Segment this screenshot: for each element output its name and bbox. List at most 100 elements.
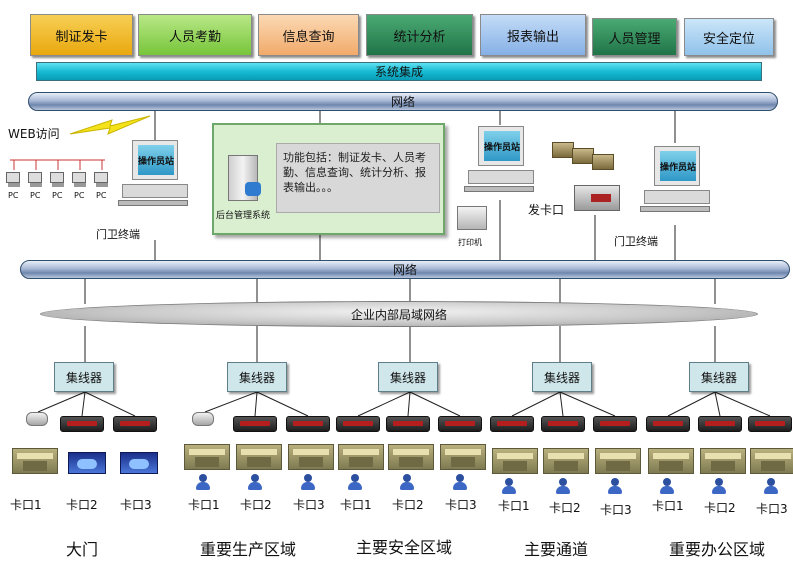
- tab-label: 人员管理: [608, 31, 661, 47]
- reader-icon: [490, 416, 534, 432]
- checkpoint-label: 卡口3: [600, 503, 632, 517]
- monitor: 操作员站: [654, 146, 700, 186]
- person-icon: [608, 478, 622, 494]
- hub-safety: 集线器: [378, 362, 438, 392]
- checkpoint-label: 卡口1: [340, 498, 372, 512]
- scanner-icon: [192, 412, 214, 426]
- computer-case: [122, 184, 188, 198]
- checkpoint-label: 卡口1: [498, 499, 530, 513]
- network-top-pipe: 网络: [28, 92, 778, 111]
- tab-report-output[interactable]: 报表输出: [480, 14, 586, 56]
- reader-icon: [286, 416, 330, 432]
- pc-label: PC: [52, 191, 63, 200]
- web-access-label: WEB访问: [8, 127, 60, 141]
- hub-label: 集线器: [389, 370, 426, 385]
- tab-label: 报表输出: [506, 29, 559, 45]
- reader-icon: [438, 416, 482, 432]
- monitor-screen: 操作员站: [138, 145, 174, 175]
- reader-icon: [113, 416, 157, 432]
- person-icon: [556, 478, 570, 494]
- gate-icon: [288, 444, 334, 470]
- car-icon: [68, 452, 106, 474]
- gate-icon: [700, 448, 746, 474]
- function-description: 功能包括：制证发卡、人员考勤、信息查询、统计分析、报表输出。。。: [276, 143, 440, 213]
- checkpoint-label: 卡口3: [120, 498, 152, 512]
- checkpoint-label: 卡口3: [293, 498, 325, 512]
- checkpoint-label: 卡口1: [10, 498, 42, 512]
- zone-label-safety: 主要安全区域: [356, 538, 453, 557]
- checkpoint-label: 卡口2: [704, 501, 736, 515]
- reader-icon: [541, 416, 585, 432]
- hub-production: 集线器: [227, 362, 287, 392]
- person-icon: [712, 478, 726, 494]
- hub-passage: 集线器: [532, 362, 592, 392]
- person-icon: [660, 478, 674, 494]
- pc-label: PC: [8, 191, 19, 200]
- monitor: 操作员站: [132, 140, 178, 180]
- checkpoint-label: 卡口3: [445, 498, 477, 512]
- checkpoint-label: 卡口2: [66, 498, 98, 512]
- gate-icon: [750, 448, 793, 474]
- monitor-screen: 操作员站: [660, 151, 696, 181]
- checkpoint-label: 卡口2: [549, 501, 581, 515]
- operator-station-label: 操作员站: [484, 142, 521, 153]
- keyboard: [464, 186, 534, 192]
- person-icon: [248, 474, 262, 490]
- person-icon: [348, 474, 362, 490]
- reader-icon: [386, 416, 430, 432]
- tab-safety-location[interactable]: 安全定位: [684, 18, 774, 56]
- gate-icon: [338, 444, 384, 470]
- person-icon: [502, 478, 516, 494]
- checkpoint-label: 卡口1: [188, 498, 220, 512]
- gate-icon: [12, 448, 58, 474]
- pc-icon: [94, 172, 108, 188]
- tab-card-issuing[interactable]: 制证发卡: [30, 14, 133, 56]
- tab-label: 信息查询: [282, 29, 335, 45]
- tab-info-query[interactable]: 信息查询: [258, 14, 359, 56]
- scanner-icon: [26, 412, 48, 426]
- lan-label: 企业内部局域网络: [350, 307, 447, 322]
- person-icon: [764, 478, 778, 494]
- operator-station-label: 操作员站: [660, 162, 697, 173]
- checkpoint-label: 卡口2: [240, 498, 272, 512]
- tab-label: 安全定位: [702, 31, 755, 47]
- hub-office: 集线器: [689, 362, 749, 392]
- system-integration-bar: 系统集成: [36, 62, 762, 81]
- computer-case: [468, 170, 534, 184]
- server-icon: [228, 155, 261, 201]
- tab-attendance[interactable]: 人员考勤: [138, 14, 252, 56]
- reader-icon: [233, 416, 277, 432]
- card-image-icon: [552, 142, 574, 158]
- pc-icon: [50, 172, 64, 188]
- pc-icon: [6, 172, 20, 188]
- card-image-icon: [572, 148, 594, 164]
- reader-icon: [60, 416, 104, 432]
- reader-icon: [698, 416, 742, 432]
- reader-icon: [646, 416, 690, 432]
- system-integration-label: 系统集成: [374, 65, 423, 79]
- car-icon: [120, 452, 158, 474]
- keyboard: [118, 200, 188, 206]
- keyboard: [640, 206, 710, 212]
- tab-label: 统计分析: [393, 29, 446, 45]
- pc-label: PC: [74, 191, 85, 200]
- pc-icon: [72, 172, 86, 188]
- network-middle-pipe: 网络: [20, 260, 790, 279]
- gate-icon: [236, 444, 282, 470]
- gate-icon: [184, 444, 230, 470]
- person-icon: [400, 474, 414, 490]
- hub-label: 集线器: [238, 370, 275, 385]
- checkpoint-label: 卡口3: [756, 502, 788, 516]
- hub-label: 集线器: [700, 370, 737, 385]
- tab-statistics[interactable]: 统计分析: [366, 14, 473, 56]
- tab-personnel[interactable]: 人员管理: [592, 18, 677, 56]
- gate-icon: [492, 448, 538, 474]
- card-image-icon: [592, 154, 614, 170]
- pc-label: PC: [30, 191, 41, 200]
- zone-label-gate: 大门: [66, 540, 99, 559]
- hub-gate: 集线器: [54, 362, 114, 392]
- card-issuer-label: 发卡口: [528, 203, 565, 217]
- reader-icon: [748, 416, 792, 432]
- hub-label: 集线器: [65, 370, 102, 385]
